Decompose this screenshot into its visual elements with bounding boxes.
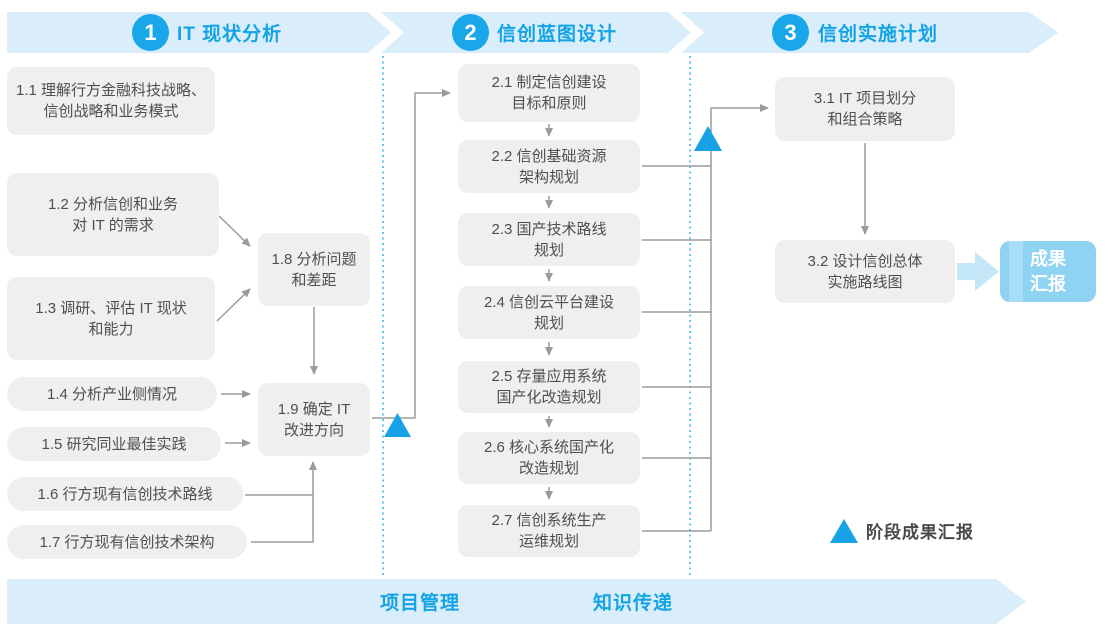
step-box-1-6: 1.6 行方现有信创技术路线 bbox=[7, 477, 243, 511]
step-box-2-5: 2.5 存量应用系统 国产化改造规划 bbox=[458, 361, 640, 413]
footer-band bbox=[7, 579, 1026, 624]
step-box-2-7: 2.7 信创系统生产 运维规划 bbox=[458, 505, 640, 557]
step-box-1-9: 1.9 确定 IT 改进方向 bbox=[258, 383, 370, 456]
legend-label: 阶段成果汇报 bbox=[866, 522, 974, 542]
output-report-box: 成果 汇报 bbox=[1000, 241, 1096, 302]
step-box-2-1: 2.1 制定信创建设 目标和原则 bbox=[458, 64, 640, 122]
step-box-1-5: 1.5 研究同业最佳实践 bbox=[7, 427, 221, 461]
step-box-2-4: 2.4 信创云平台建设 规划 bbox=[458, 286, 640, 339]
step-box-2-6: 2.6 核心系统国产化 改造规划 bbox=[458, 432, 640, 484]
phase-separator-dotted-lines bbox=[382, 56, 691, 577]
step-box-1-8: 1.8 分析问题 和差距 bbox=[258, 233, 370, 306]
step-box-3-2: 3.2 设计信创总体 实施路线图 bbox=[775, 240, 955, 303]
milestone-triangle-icon-phase1 bbox=[384, 413, 411, 437]
step-box-1-2: 1.2 分析信创和业务 对 IT 的需求 bbox=[7, 173, 219, 256]
milestone-triangle-icon-phase2 bbox=[694, 126, 722, 151]
phase1-number-badge: 1 bbox=[132, 14, 169, 51]
phase1-title: IT 现状分析 bbox=[177, 24, 283, 45]
legend-triangle-icon bbox=[830, 519, 858, 543]
step-box-1-1: 1.1 理解行方金融科技战略、 信创战略和业务模式 bbox=[7, 67, 215, 135]
milestone-triangle-icons bbox=[384, 126, 858, 543]
step-box-2-2: 2.2 信创基础资源 架构规划 bbox=[458, 140, 640, 193]
output-arrow-icon bbox=[957, 252, 999, 291]
footer-item-knowledge-transfer: 知识传递 bbox=[592, 593, 673, 614]
step-box-3-1: 3.1 IT 项目划分 和组合策略 bbox=[775, 77, 955, 141]
footer-item-project-management: 项目管理 bbox=[379, 593, 460, 614]
phase3-number-badge: 3 bbox=[772, 14, 809, 51]
step-box-1-3: 1.3 调研、评估 IT 现状 和能力 bbox=[7, 277, 215, 360]
step-box-2-3: 2.3 国产技术路线 规划 bbox=[458, 213, 640, 266]
connector-arrows bbox=[216, 89, 869, 543]
phase3-title: 信创实施计划 bbox=[818, 24, 939, 45]
phase2-title: 信创蓝图设计 bbox=[497, 24, 618, 45]
step-box-1-4: 1.4 分析产业侧情况 bbox=[7, 377, 217, 411]
step-box-1-7: 1.7 行方现有信创技术架构 bbox=[7, 525, 247, 559]
phase2-number-badge: 2 bbox=[452, 14, 489, 51]
